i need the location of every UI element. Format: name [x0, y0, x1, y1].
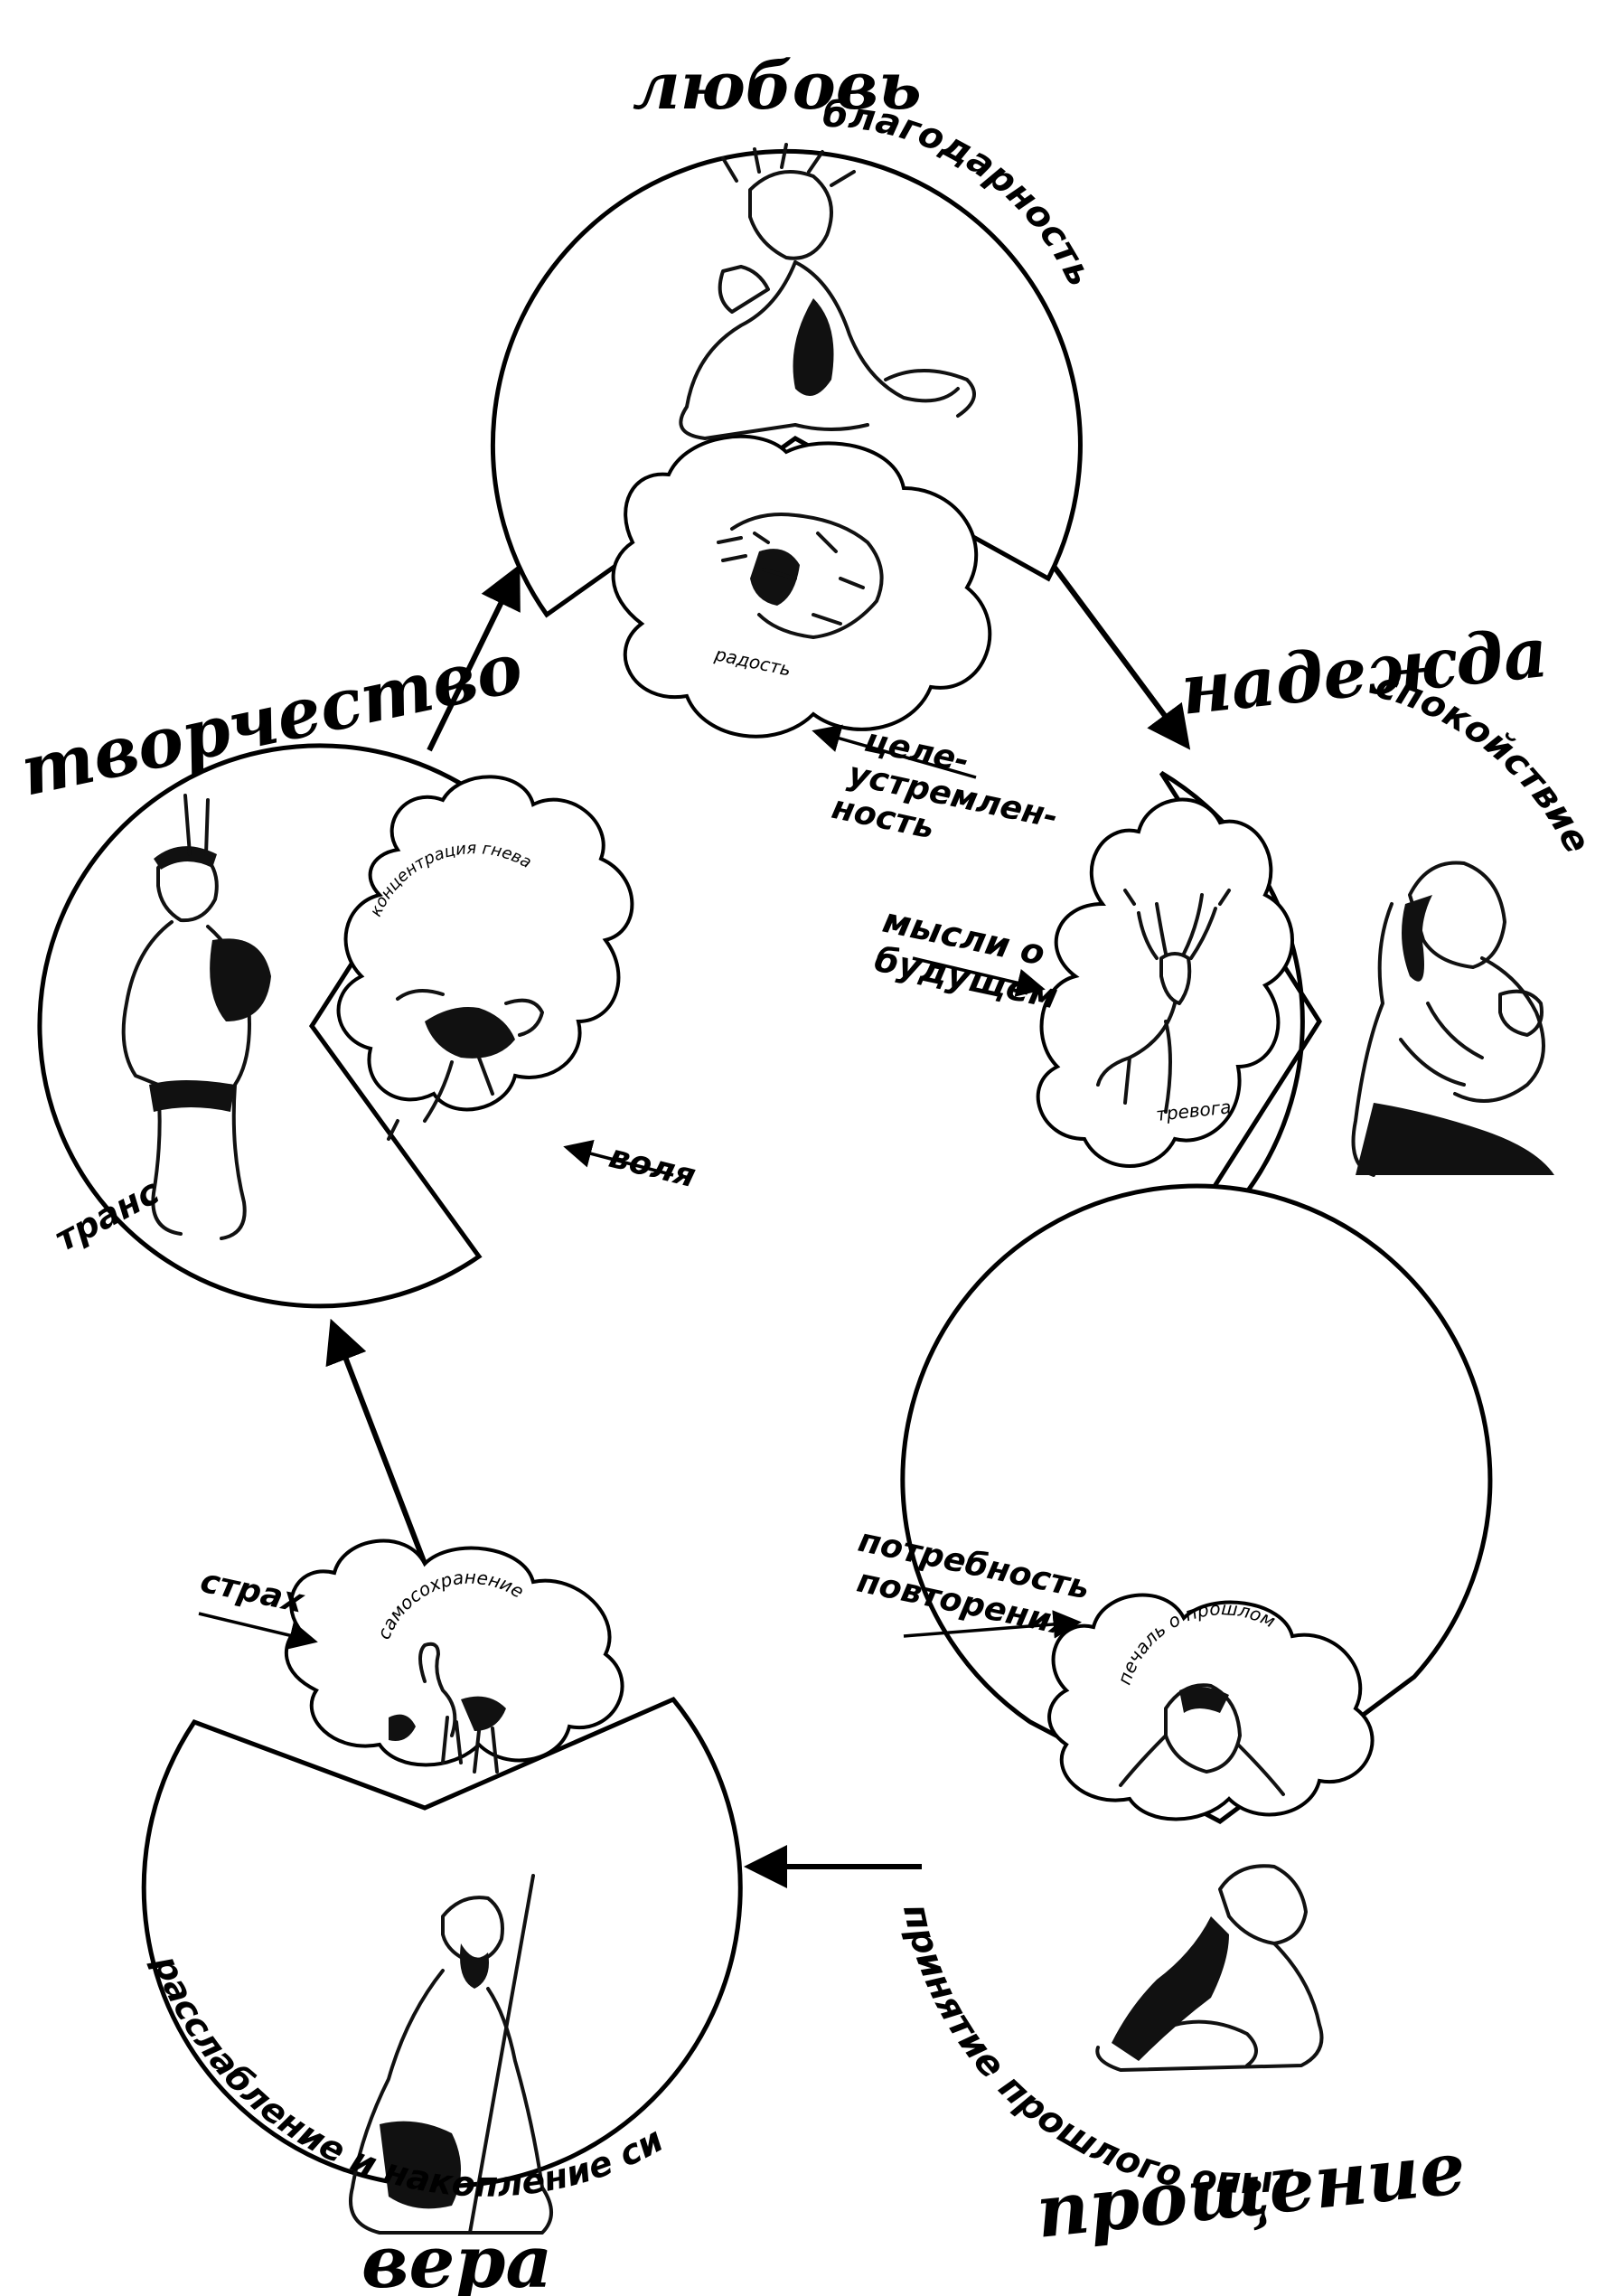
hooded-sitting-figure-icon	[1097, 1866, 1321, 2070]
arrow-faith-to-creativity	[334, 1329, 425, 1564]
creativity-input-label: воля	[605, 1138, 699, 1195]
node-creativity: творчество транс концентрация гнева	[14, 626, 632, 1306]
arrow-love-to-hope	[1053, 565, 1184, 741]
faith-circle	[144, 1699, 740, 2187]
love-input-label: целе- устремлен- ность	[829, 719, 1080, 874]
node-love: любовь благодарность радость	[493, 47, 1101, 737]
mother-and-child-icon	[1354, 862, 1555, 1175]
love-title: любовь	[633, 47, 922, 124]
faith-title: вера	[361, 2219, 552, 2296]
node-hope: надежда спокойствие тревога	[1038, 612, 1599, 1270]
faith-input-label: страх	[197, 1563, 308, 1621]
hope-input-label: мысли о будущем	[871, 900, 1069, 1017]
hope-title: надежда	[1178, 612, 1552, 730]
